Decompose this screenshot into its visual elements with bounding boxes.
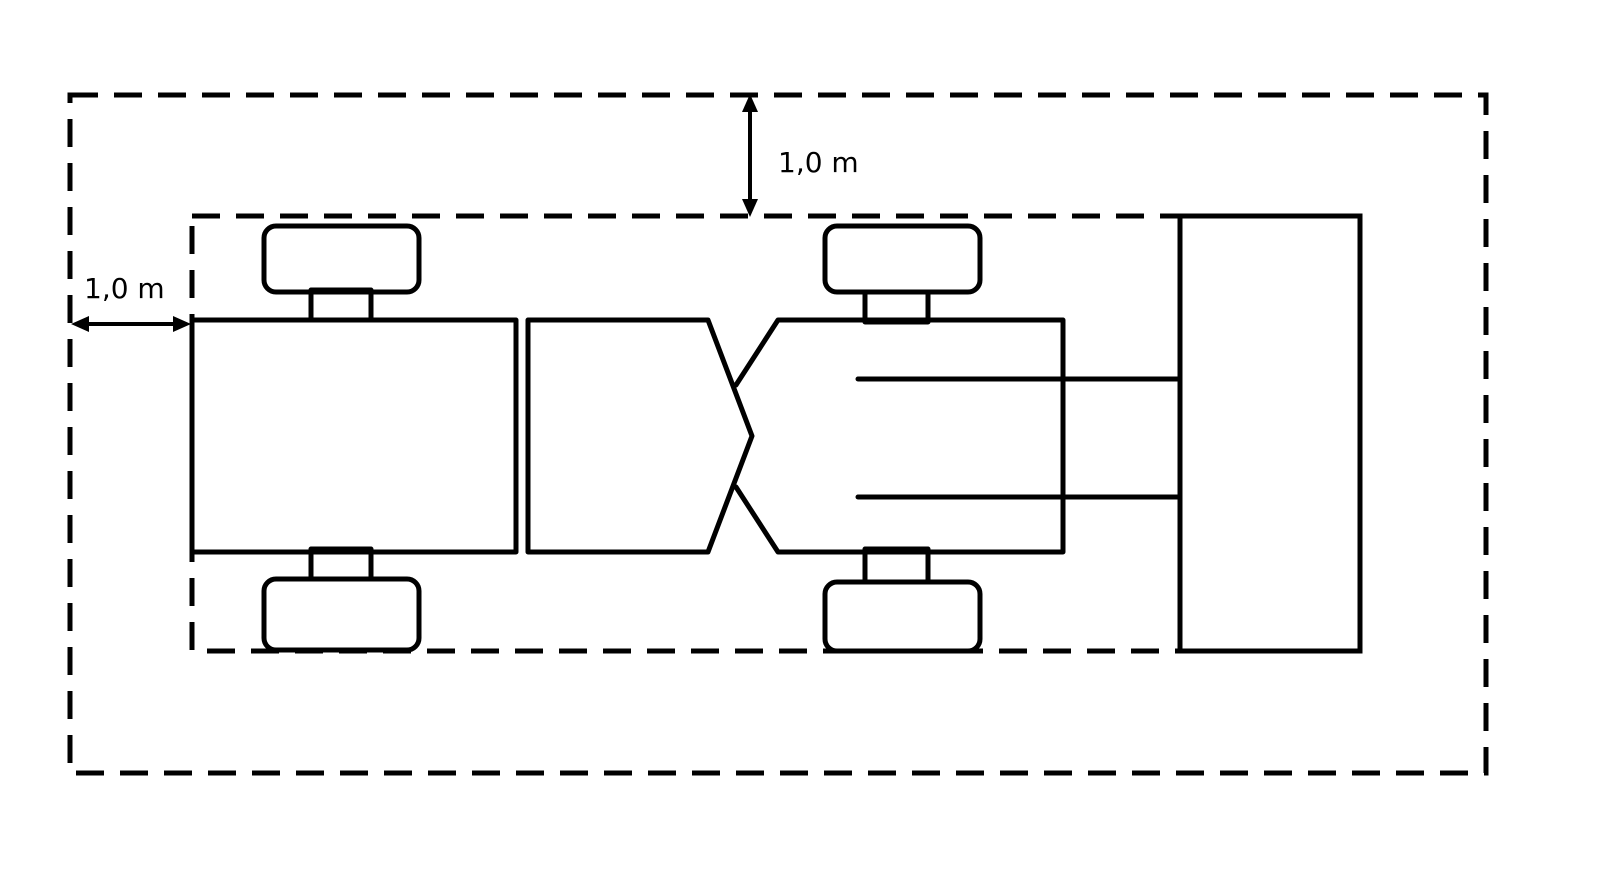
side-clearance-label: 1,0 m <box>84 272 165 305</box>
articulated-front-section <box>525 317 755 555</box>
front-wheel-bottom <box>822 546 983 654</box>
rear-wheel-top <box>261 223 422 323</box>
rear-body-section <box>189 317 519 555</box>
outer-safety-zone <box>67 92 1489 776</box>
articulation-joint <box>733 317 1066 555</box>
top-clearance-arrow <box>742 94 758 217</box>
front-wheel-top <box>822 223 983 325</box>
bucket <box>1177 213 1363 654</box>
side-clearance-arrow <box>71 316 191 332</box>
machine-outline-zone <box>189 213 1363 654</box>
rear-wheel-bottom <box>261 546 422 653</box>
top-clearance-label: 1,0 m <box>778 146 859 179</box>
